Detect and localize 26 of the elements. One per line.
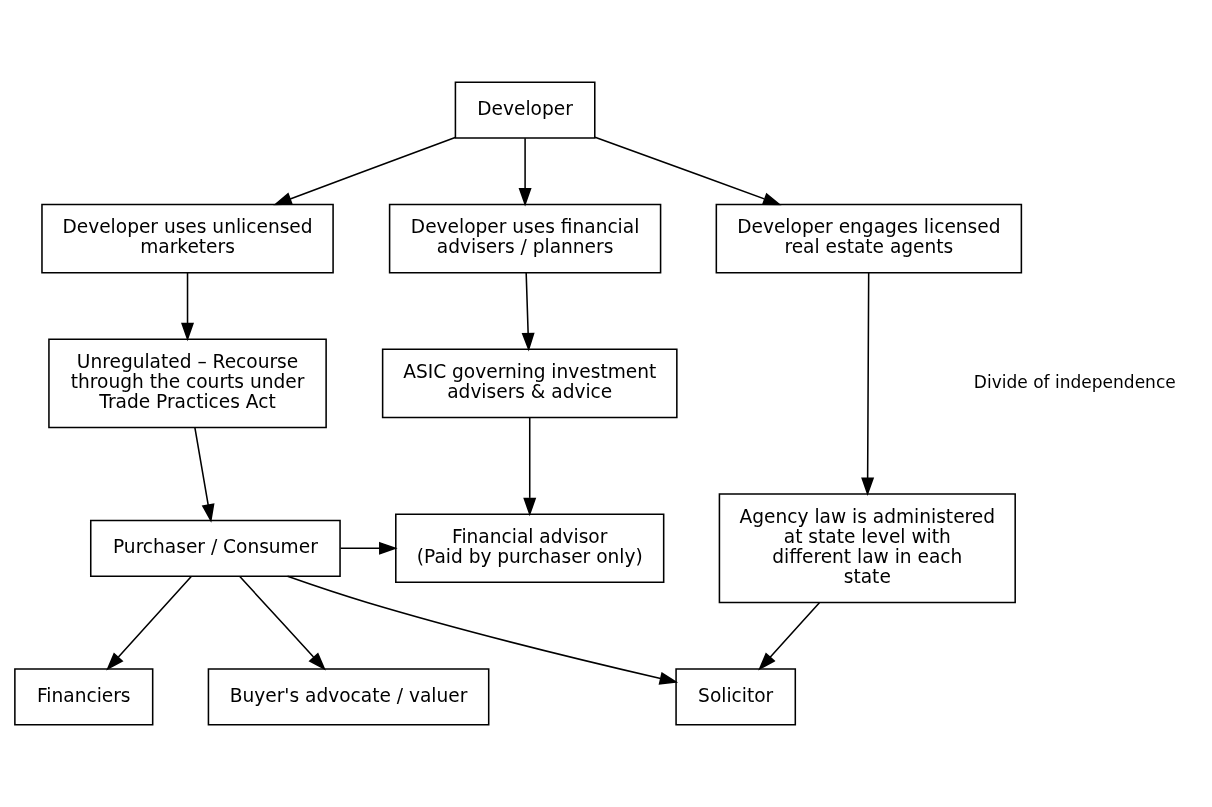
- node-box: Developer uses financial advisers / planners: [388, 203, 662, 274]
- node-box: Agency law is administered at state level with different law in each state: [718, 493, 1016, 604]
- node-box: Financial advisor (Paid by purchaser only): [395, 513, 665, 584]
- node-box: Financiers: [14, 668, 154, 726]
- arrow: [758, 602, 821, 671]
- arrow: [106, 575, 193, 671]
- arrow: [861, 272, 875, 497]
- node-box: Developer: [454, 81, 596, 139]
- node-box: ASIC governing investment advisers & advice: [381, 348, 678, 419]
- arrow: [518, 137, 532, 207]
- arrow: [273, 136, 456, 206]
- arrow: [523, 416, 537, 517]
- arrow: [194, 427, 215, 523]
- arrow: [594, 136, 782, 206]
- arrow: [286, 575, 679, 685]
- node-box: Developer engages licensed real estate agents: [715, 203, 1023, 274]
- node-box: Developer uses unlicensed marketers: [41, 203, 334, 274]
- node-box: Buyer's advocate / valuer: [207, 668, 490, 726]
- node-box: Unregulated – Recourse through the courts under Trade Practices Act: [48, 338, 327, 429]
- node-box: Solicitor: [675, 668, 797, 726]
- arrow: [521, 272, 535, 352]
- arrow: [181, 272, 195, 342]
- arrow: [339, 541, 398, 555]
- arrow: [239, 575, 326, 671]
- label: Divide of independence: [973, 371, 1176, 392]
- node-box: Purchaser / Consumer: [89, 519, 341, 577]
